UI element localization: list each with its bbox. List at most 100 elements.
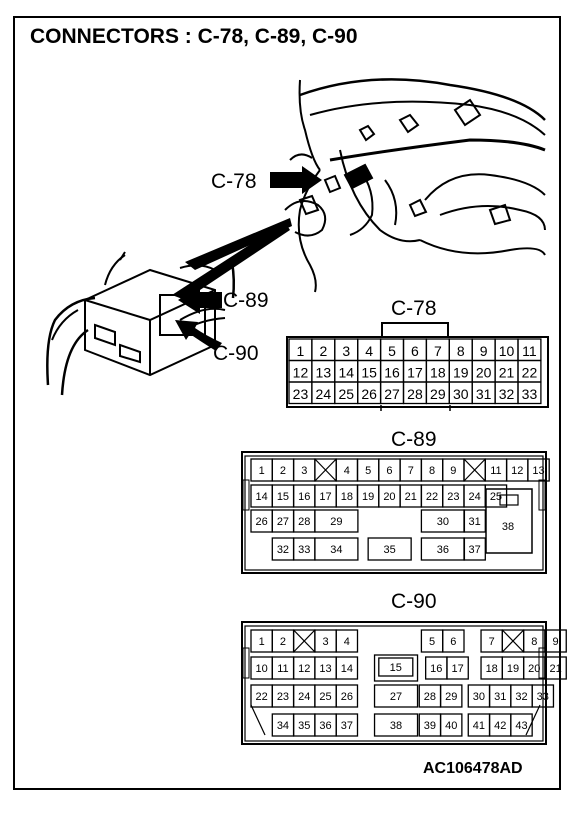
callout-label-c90: C-90 [213, 342, 259, 365]
pin-label: 11 [490, 465, 501, 477]
pin-label: 3 [322, 636, 328, 648]
callout-label-c89: C-89 [223, 289, 269, 312]
pin-label: 31 [476, 386, 492, 402]
pin-label: 1 [259, 465, 265, 477]
pin-label: 27 [277, 516, 289, 528]
pin-label: 37 [469, 544, 481, 556]
connector-title-c90: C-90 [391, 590, 437, 613]
pin-label: 38 [502, 521, 514, 533]
pin-label: 7 [489, 636, 495, 648]
pin-label: 21 [549, 663, 561, 675]
pin-label: 9 [553, 636, 559, 648]
pin-label: 29 [445, 691, 457, 703]
pin-label: 21 [499, 364, 515, 380]
pin-label: 14 [338, 364, 354, 380]
pin-label: 13 [532, 465, 544, 477]
page-title: CONNECTORS : C-78, C-89, C-90 [30, 25, 358, 48]
pin-label: 12 [293, 364, 309, 380]
pin-label: 16 [298, 491, 310, 503]
pin-label: 23 [293, 386, 309, 402]
pin-label: 10 [499, 343, 515, 359]
pin-label: 25 [490, 491, 502, 503]
pin-label: 12 [298, 663, 310, 675]
pin-label: 1 [259, 636, 265, 648]
pin-label: 33 [522, 386, 538, 402]
callout-label-c78: C-78 [211, 170, 257, 193]
pin-label: 16 [430, 663, 442, 675]
connector-title-c89: C-89 [391, 428, 437, 451]
pin-label: 4 [344, 636, 350, 648]
pin-label: 6 [411, 343, 419, 359]
pin-label: 6 [386, 465, 392, 477]
pin-label: 3 [342, 343, 350, 359]
pin-label: 13 [319, 663, 331, 675]
pin-label: 33 [298, 544, 310, 556]
pin-label: 38 [390, 720, 402, 732]
pin-label: 20 [528, 663, 540, 675]
pin-label: 34 [277, 720, 289, 732]
pin-label: 32 [499, 386, 515, 402]
pin-label: 20 [476, 364, 492, 380]
pin-label: 32 [515, 691, 527, 703]
leader-wedge-upper [185, 218, 292, 270]
pin-label: 29 [330, 516, 342, 528]
pin-label: 5 [429, 636, 435, 648]
pin-label: 42 [494, 720, 506, 732]
pin-label: 2 [319, 343, 327, 359]
pin-label: 10 [256, 663, 268, 675]
pin-label: 17 [319, 491, 331, 503]
pin-label: 14 [341, 663, 353, 675]
pin-label: 15 [361, 364, 377, 380]
pin-label: 5 [365, 465, 371, 477]
pin-label: 12 [511, 465, 523, 477]
dashboard-illustration [284, 78, 546, 293]
pin-label: 28 [424, 691, 436, 703]
pin-label: 35 [384, 544, 396, 556]
c90-callout-arrow [175, 320, 222, 351]
pin-label: 24 [316, 386, 332, 402]
pin-label: 37 [341, 720, 353, 732]
c78-callout-arrow [270, 166, 322, 194]
pin-label: 14 [256, 491, 268, 503]
pin-label: 5 [388, 343, 396, 359]
pin-label: 13 [316, 364, 332, 380]
pin-label: 9 [480, 343, 488, 359]
pin-label: 17 [407, 364, 423, 380]
pin-label: 41 [473, 720, 485, 732]
pin-label: 22 [256, 691, 268, 703]
pin-label: 32 [277, 544, 289, 556]
pin-label: 36 [319, 720, 331, 732]
pin-label: 23 [277, 691, 289, 703]
pin-label: 40 [445, 720, 457, 732]
pin-label: 24 [469, 491, 481, 503]
c89-callout-arrow [178, 286, 222, 314]
pin-label: 8 [457, 343, 465, 359]
diagram-frame [13, 16, 561, 790]
pin-label: 9 [450, 465, 456, 477]
pin-label: 19 [453, 364, 469, 380]
pin-label: 28 [407, 386, 423, 402]
pin-label: 35 [298, 720, 310, 732]
pin-label: 29 [430, 386, 446, 402]
pin-label: 11 [277, 663, 288, 675]
pin-label: 30 [437, 516, 449, 528]
pin-label: 2 [280, 465, 286, 477]
pin-label: 21 [405, 491, 417, 503]
pin-label: 23 [447, 491, 459, 503]
pin-label: 8 [429, 465, 435, 477]
reference-code: AC106478AD [423, 760, 523, 777]
pin-label: 31 [494, 691, 506, 703]
pin-label: 20 [383, 491, 395, 503]
pin-label: 18 [341, 491, 353, 503]
pin-label: 17 [451, 663, 463, 675]
pin-label: 30 [453, 386, 469, 402]
pin-label: 24 [298, 691, 310, 703]
pin-label: 27 [384, 386, 400, 402]
pin-label: 31 [469, 516, 481, 528]
pin-label: 25 [319, 691, 331, 703]
pin-label: 26 [361, 386, 377, 402]
pin-label: 19 [362, 491, 374, 503]
